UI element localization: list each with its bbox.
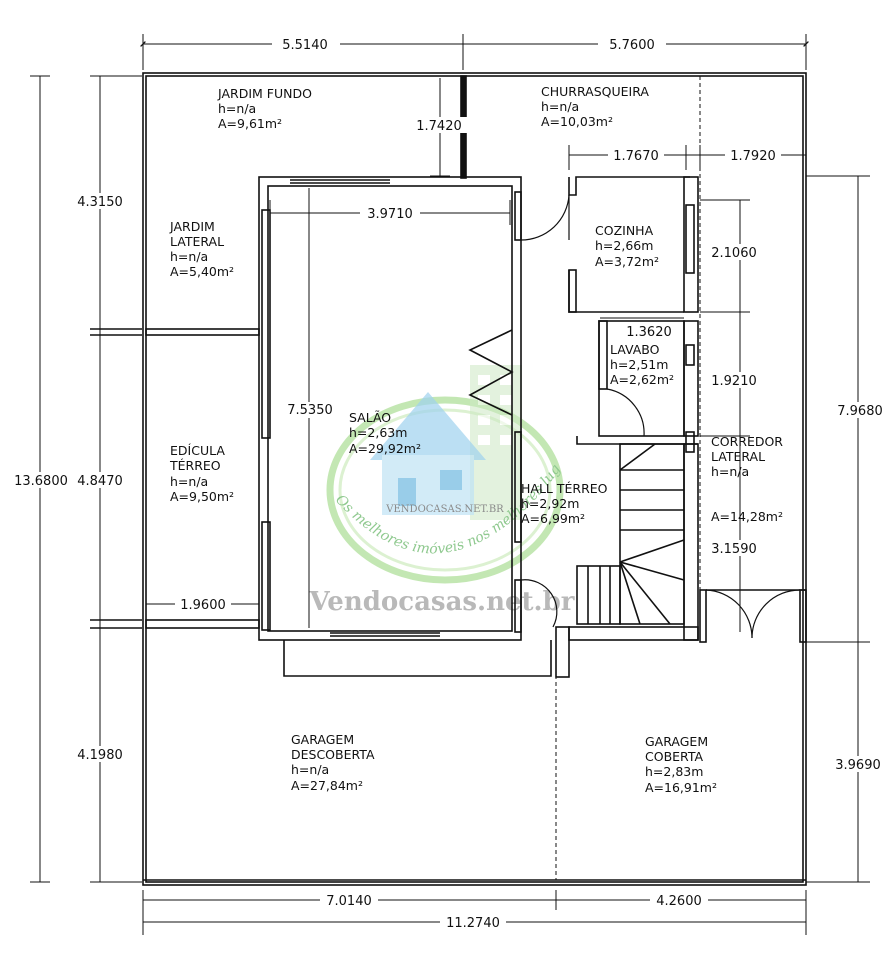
room-area: A=9,50m² [170, 489, 234, 504]
dim-cozinha-depth: 2.1060 [711, 246, 757, 261]
room-name: CHURRASQUEIRA [541, 84, 649, 99]
dim-salao-depth: 7.5350 [287, 403, 333, 418]
room-name: GARAGEM [291, 732, 354, 747]
room-height: h=2,51m [610, 357, 668, 372]
door-swings [520, 194, 801, 639]
room-name: COZINHA [595, 223, 654, 238]
room-area: A=27,84m² [291, 778, 363, 793]
dim-side-right-top: 1.7920 [730, 149, 776, 164]
room-jardim-lateral: JARDIM LATERAL h=n/a A=5,40m² [169, 219, 234, 279]
dim-total-depth: 13.6800 [14, 474, 68, 489]
room-name: HALL TÉRREO [521, 481, 608, 496]
room-height: h=n/a [170, 249, 208, 264]
room-name-2: COBERTA [645, 749, 703, 764]
dim-cozinha-width: 1.7670 [613, 149, 659, 164]
dimension-labels: 5.5140 5.7600 1.7420 1.7670 1.7920 3.971… [10, 36, 888, 931]
dim-bottom-right: 4.2600 [656, 894, 702, 909]
dim-total-width: 11.2740 [446, 916, 500, 931]
room-height: h=n/a [711, 464, 749, 479]
room-jardim-fundo: JARDIM FUNDO h=n/a A=9,61m² [217, 86, 312, 131]
room-area: A=5,40m² [170, 264, 234, 279]
dim-left-lower: 4.1980 [77, 748, 123, 763]
room-hall: HALL TÉRREO h=2,92m A=6,99m² [521, 481, 608, 526]
room-lavabo: LAVABO h=2,51m A=2,62m² [610, 342, 674, 387]
room-name: SALÃO [349, 410, 391, 425]
dim-right-lower: 3.9690 [835, 758, 881, 773]
house-icon [370, 392, 486, 515]
watermark-brand: Vendocasas.net.br [309, 587, 575, 617]
room-name-2: TÉRREO [169, 458, 221, 473]
dim-left-middle: 4.8470 [77, 474, 123, 489]
room-height: h=n/a [541, 99, 579, 114]
room-height: h=2,66m [595, 238, 653, 253]
room-garagem-coberta: GARAGEM COBERTA h=2,83m A=16,91m² [645, 734, 717, 795]
dim-fundo-depth: 1.7420 [416, 119, 462, 134]
room-area: A=6,99m² [521, 511, 585, 526]
walls [90, 72, 807, 886]
room-area: A=2,62m² [610, 372, 674, 387]
room-name: JARDIM FUNDO [217, 86, 312, 101]
room-height: h=2,92m [521, 496, 579, 511]
dim-bottom-left: 7.0140 [326, 894, 372, 909]
room-cozinha: COZINHA h=2,66m A=3,72m² [595, 223, 659, 269]
room-name: CORREDOR [711, 434, 783, 449]
building-icon [470, 365, 522, 520]
dim-lavabo-width: 1.3620 [626, 325, 672, 340]
room-name: LAVABO [610, 342, 660, 357]
dim-lateral-width: 1.9600 [180, 598, 226, 613]
dim-right-upper: 7.9680 [837, 404, 883, 419]
room-edicula: EDÍCULA TÉRREO h=n/a A=9,50m² [169, 443, 234, 504]
room-height: h=2,63m [349, 425, 407, 440]
room-name: EDÍCULA [170, 443, 225, 458]
room-name-2: DESCOBERTA [291, 747, 375, 762]
room-churrasqueira: CHURRASQUEIRA h=n/a A=10,03m² [541, 84, 649, 129]
room-area: A=3,72m² [595, 254, 659, 269]
room-corredor: CORREDOR LATERAL h=n/a A=14,28m² [711, 434, 783, 524]
room-name: JARDIM [169, 219, 215, 234]
dim-lavabo-depth: 1.9210 [711, 374, 757, 389]
dim-salao-width: 3.9710 [367, 207, 413, 222]
room-height: h=n/a [170, 474, 208, 489]
room-area: A=14,28m² [711, 509, 783, 524]
room-area: A=9,61m² [218, 116, 282, 131]
dim-top-left: 5.5140 [282, 38, 328, 53]
room-name: GARAGEM [645, 734, 708, 749]
watermark-site: VENDOCASAS.NET.BR [385, 504, 504, 515]
dim-left-upper: 4.3150 [77, 195, 123, 210]
room-area: A=16,91m² [645, 780, 717, 795]
room-name-2: LATERAL [170, 234, 224, 249]
dim-top-right: 5.7600 [609, 38, 655, 53]
room-height: h=n/a [218, 101, 256, 116]
room-height: h=2,83m [645, 764, 703, 779]
dim-corredor-depth: 3.1590 [711, 542, 757, 557]
room-height: h=n/a [291, 762, 329, 777]
room-garagem-descoberta: GARAGEM DESCOBERTA h=n/a A=27,84m² [291, 732, 375, 793]
room-area: A=10,03m² [541, 114, 613, 129]
room-salao: SALÃO h=2,63m A=29,92m² [349, 410, 421, 456]
room-name-2: LATERAL [711, 449, 765, 464]
room-area: A=29,92m² [349, 441, 421, 456]
